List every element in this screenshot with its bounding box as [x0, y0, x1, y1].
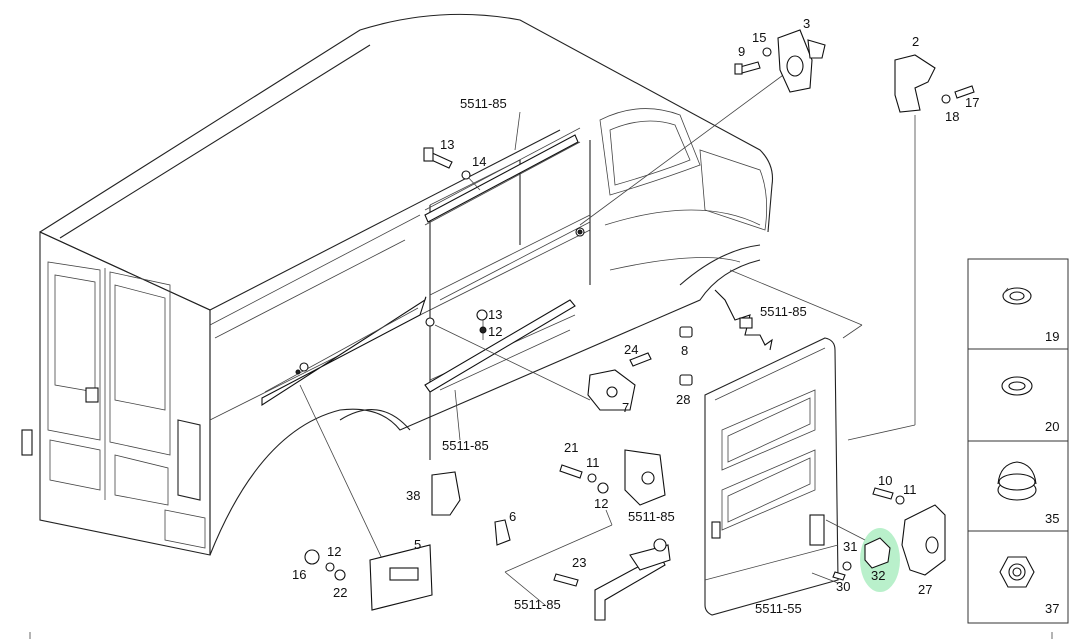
callout-12-left: 12: [327, 544, 341, 559]
callout-16: 16: [292, 567, 306, 582]
callout-5511-85-mid: 5511-85: [442, 438, 489, 453]
callout-31: 31: [843, 539, 857, 554]
callout-18: 18: [945, 109, 959, 124]
callout-32: 32: [871, 568, 885, 583]
callout-28: 28: [676, 392, 690, 407]
clip-19-icon: [1002, 287, 1032, 305]
washer-20-icon: [1001, 376, 1033, 396]
callout-17: 17: [965, 95, 979, 110]
callout-23: 23: [572, 555, 586, 570]
van-body: [21, 13, 774, 556]
callout-8: 8: [681, 343, 688, 358]
callout-7: 7: [622, 400, 629, 415]
side-panel-label-35: 35: [1045, 511, 1059, 526]
callout-10: 10: [878, 473, 892, 488]
nut-37-icon: [999, 556, 1035, 588]
leader-lines: [299, 69, 939, 606]
callout-27: 27: [918, 582, 932, 597]
side-panel: 19 20 35 37: [967, 258, 1069, 624]
callout-9: 9: [738, 44, 745, 59]
callout-12-mid: 12: [488, 324, 502, 339]
bracket-2: [894, 54, 936, 113]
callout-5511-85-top: 5511-85: [460, 96, 507, 111]
callout-21: 21: [564, 440, 578, 455]
side-panel-label-37: 37: [1045, 601, 1059, 616]
callout-13-mid: 13: [488, 307, 502, 322]
callout-22: 22: [333, 585, 347, 600]
cap-35-icon: [997, 461, 1037, 501]
callout-2: 2: [912, 34, 919, 49]
sliding-door-panel: [704, 337, 839, 616]
side-panel-label-20: 20: [1045, 419, 1059, 434]
callout-14: 14: [472, 154, 486, 169]
callout-5511-85-bottom: 5511-85: [514, 597, 561, 612]
callout-24: 24: [624, 342, 638, 357]
callout-labels: 5511-85 3 15 9 2 17 18 13 14 13 12 5511-…: [292, 16, 979, 616]
callout-3: 3: [803, 16, 810, 31]
callout-5511-85-lock: 5511-85: [628, 509, 675, 524]
callout-38: 38: [406, 488, 420, 503]
bracket-27: [901, 504, 946, 576]
callout-5: 5: [414, 537, 421, 552]
callout-5511-85-right: 5511-85: [760, 304, 807, 319]
part-38: [431, 471, 461, 516]
callout-11-lock: 11: [586, 455, 600, 470]
callout-15: 15: [752, 30, 766, 45]
callout-11-right: 11: [903, 482, 917, 497]
side-panel-label-19: 19: [1045, 329, 1059, 344]
callout-30: 30: [836, 579, 850, 594]
callout-12-lock: 12: [594, 496, 608, 511]
part-6: [494, 519, 511, 546]
callout-6: 6: [509, 509, 516, 524]
part-32: [864, 537, 891, 569]
callout-13-top: 13: [440, 137, 454, 152]
callout-5511-55: 5511-55: [755, 601, 802, 616]
parts: [304, 29, 975, 621]
